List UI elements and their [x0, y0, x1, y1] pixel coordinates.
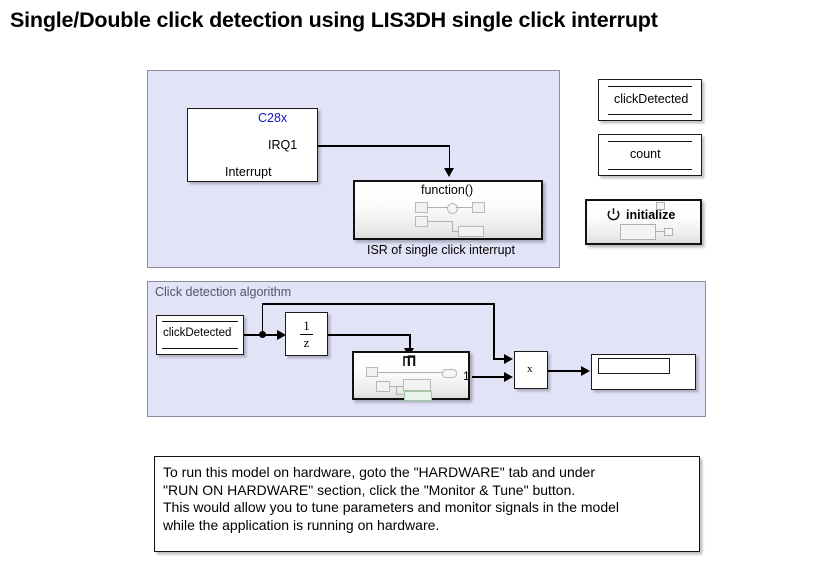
trig-mini-inport: [366, 367, 378, 377]
wire-branch-up-vertical: [261, 303, 264, 334]
isr-mini-wire-4: [452, 221, 453, 232]
triggered-output-port-label: 1: [463, 369, 470, 383]
isr-mini-inport-2: [415, 216, 428, 227]
trigger-pulse-icon: [403, 355, 416, 366]
page-title: Single/Double click detection using LIS3…: [10, 8, 658, 32]
trig-mini-block-a: [376, 381, 390, 392]
wire-branch-into-product-top: [493, 358, 507, 360]
unit-delay-fraction-bar: [300, 333, 313, 335]
isr-subsystem-header: function(): [421, 183, 474, 197]
isr-mini-wire-5: [452, 231, 462, 232]
data-store-click-detected-bottom-rule: [608, 114, 692, 115]
wire-delay-to-trigger-horizontal: [328, 334, 410, 336]
wire-irq1-arrowhead: [443, 168, 454, 177]
power-icon: [607, 208, 620, 221]
data-store-count-label: count: [630, 147, 661, 161]
wire-branch-down-to-product: [493, 303, 495, 359]
wire-trigger-to-product: [472, 376, 507, 378]
signal-branch-junction: [259, 331, 266, 338]
display-block-inner-field: [598, 358, 670, 374]
initialize-mini-outport: [664, 228, 673, 236]
unit-delay-fraction: 1 z: [292, 319, 321, 349]
unit-delay-numerator: 1: [303, 318, 310, 333]
wire-product-bottom-arrowhead: [504, 372, 513, 382]
wire-delay-to-trigger-vertical: [409, 334, 411, 350]
wire-branch-to-delay: [266, 334, 282, 336]
isr-subsystem-caption: ISR of single click interrupt: [367, 243, 515, 257]
trig-mini-wire-2: [390, 386, 404, 387]
wire-display-arrowhead: [581, 366, 590, 376]
c28x-interrupt-block[interactable]: [187, 108, 318, 182]
algorithm-data-store-read-bottom-rule: [162, 348, 238, 349]
algorithm-panel-label: Click detection algorithm: [155, 285, 292, 299]
trig-mini-wire-4: [396, 394, 405, 395]
unit-delay-denominator: z: [303, 334, 310, 350]
wire-product-to-display: [548, 370, 584, 372]
wire-branch-top-horizontal: [261, 303, 495, 305]
trig-mini-wire-3: [396, 386, 397, 395]
initialize-mini-wire: [656, 231, 666, 232]
interrupt-block-name: Interrupt: [225, 165, 272, 179]
isr-mini-wire-3: [428, 221, 453, 222]
wire-dsr-to-branch: [244, 334, 266, 336]
data-store-count-top-rule: [608, 141, 692, 142]
trig-mini-wire-1: [378, 372, 444, 373]
trig-mini-block-b: [403, 379, 431, 391]
data-store-click-detected-top-rule: [608, 86, 692, 87]
isr-mini-block: [458, 226, 484, 237]
interrupt-irq1-port-label: IRQ1: [268, 138, 298, 152]
hardware-instructions-text: To run this model on hardware, goto the …: [163, 464, 620, 533]
isr-mini-node: [447, 203, 458, 214]
initialize-mini-body: [620, 224, 656, 240]
data-store-click-detected-label: clickDetected: [614, 92, 689, 106]
isr-mini-wire-2: [456, 207, 473, 208]
algorithm-data-store-read-label: clickDetected: [163, 327, 232, 339]
data-store-count-bottom-rule: [608, 169, 692, 170]
wire-product-top-arrowhead: [504, 354, 513, 364]
isr-mini-inport-1: [415, 202, 428, 213]
initialize-label: initialize: [626, 208, 676, 222]
product-block-label: x: [527, 363, 533, 375]
isr-mini-wire-1: [428, 207, 448, 208]
product-block[interactable]: [514, 351, 548, 389]
isr-mini-outport: [472, 202, 485, 213]
wire-delay-arrowhead: [277, 330, 286, 340]
initialize-mini-top-port: [656, 202, 665, 210]
algorithm-data-store-read-top-rule: [162, 321, 238, 322]
wire-irq1-vertical: [448, 145, 451, 169]
trig-mini-outnode: [442, 369, 457, 378]
hardware-instructions-note[interactable]: [154, 456, 700, 552]
trig-mini-block-c: [404, 391, 432, 401]
wire-irq1-horizontal: [318, 145, 450, 147]
interrupt-family-label: C28x: [258, 111, 288, 125]
